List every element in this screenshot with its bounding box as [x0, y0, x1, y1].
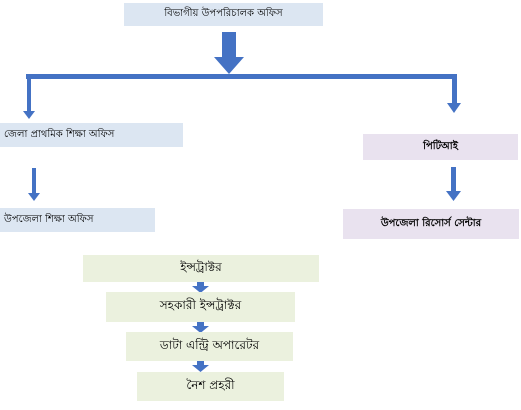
staff-label-night-guard: নৈশ প্রহরী: [186, 377, 235, 392]
upazila-office-box: উপজেলা শিক্ষা অফিস: [0, 208, 155, 232]
divisional-office-box: বিভাগীয় উপপরিচালক অফিস: [124, 3, 323, 26]
staff-box-instructor: ইন্সট্রাক্টর: [83, 255, 319, 282]
branch-bar: [26, 74, 456, 79]
left-drop-stem: [27, 74, 31, 112]
staff-arrow-1: [192, 281, 209, 293]
right-drop-head: [447, 103, 461, 113]
staff-arrow-3: [192, 360, 209, 372]
upazila-office-label: উপজেলা শিক্ষা অফিস: [4, 213, 94, 225]
district-upazila-head: [28, 193, 40, 201]
pti-urc-head: [446, 191, 461, 201]
staff-box-data-entry-operator: ডাটা এন্ট্রি অপারেটর: [126, 332, 293, 361]
staff-label-assistant-instructor: সহকারী ইন্সট্রাক্টর: [159, 298, 242, 312]
district-upazila-stem: [32, 168, 36, 194]
divisional-office-label: বিভাগীয় উপপরিচালক অফিস: [164, 8, 283, 19]
urc-label: উপজেলা রিসোর্স সেন্টার: [380, 217, 482, 229]
left-drop-head: [23, 111, 35, 119]
staff-box-night-guard: নৈশ প্রহরী: [137, 372, 284, 401]
main-down-arrow: [214, 32, 244, 74]
urc-box: উপজেলা রিসোর্স সেন্টার: [343, 209, 519, 239]
staff-label-data-entry-operator: ডাটা এন্ট্রি অপারেটর: [159, 337, 260, 352]
right-drop-stem: [452, 74, 457, 104]
district-office-box: জেলা প্রাথমিক শিক্ষা অফিস: [0, 123, 183, 147]
staff-arrow-2: [192, 321, 209, 333]
pti-box: পিটিআই: [363, 134, 518, 160]
staff-label-instructor: ইন্সট্রাক্টর: [180, 259, 222, 274]
district-office-label: জেলা প্রাথমিক শিক্ষা অফিস: [4, 128, 115, 140]
staff-box-assistant-instructor: সহকারী ইন্সট্রাক্টর: [106, 292, 295, 322]
pti-urc-stem: [451, 167, 456, 192]
pti-label: পিটিআই: [423, 140, 458, 152]
